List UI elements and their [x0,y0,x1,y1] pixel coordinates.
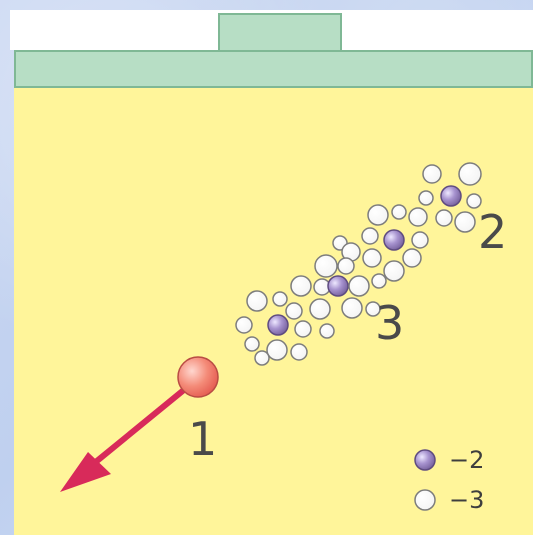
track-white-particle [409,208,427,226]
track-purple-particle [384,230,404,250]
track-label: 3 [375,300,404,346]
track-white-particle [349,276,369,296]
track-white-particle [412,232,428,248]
track-white-particle [392,205,406,219]
legend-white-text: −3 [449,488,484,512]
track-white-particle [338,258,354,274]
track-white-particle [310,299,330,319]
track-white-particle [362,228,378,244]
track-white-particle [245,337,259,351]
track-white-particle [267,340,287,360]
track-white-particle [423,165,441,183]
arrow-shaft [92,389,185,465]
track-white-particle [368,205,388,225]
legend-purple-text: −2 [449,448,484,472]
track-white-particle [384,261,404,281]
track-white-particle [363,249,381,267]
track-white-particle [295,321,311,337]
track-white-particle [419,191,433,205]
projectile-particle [178,357,218,397]
legend-purple-circle [415,450,435,470]
projectile-label: 1 [188,416,217,462]
track-white-particle [236,317,252,333]
track-white-particle [372,274,386,288]
track-white-particle [255,351,269,365]
track-white-particle [286,303,302,319]
track-white-particle [459,163,481,185]
track-white-particle [291,276,311,296]
track-white-particle [342,298,362,318]
legend-white-circle [415,490,435,510]
track-white-particle [403,249,421,267]
track-end-label: 2 [478,209,507,255]
ionization-track [236,163,481,365]
track-white-particle [247,291,267,311]
track-purple-particle [328,276,348,296]
track-purple-particle [441,186,461,206]
track-white-particle [455,212,475,232]
track-white-particle [320,324,334,338]
track-white-particle [273,292,287,306]
track-white-particle [315,255,337,277]
track-white-particle [291,344,307,360]
track-white-particle [436,210,452,226]
track-purple-particle [268,315,288,335]
